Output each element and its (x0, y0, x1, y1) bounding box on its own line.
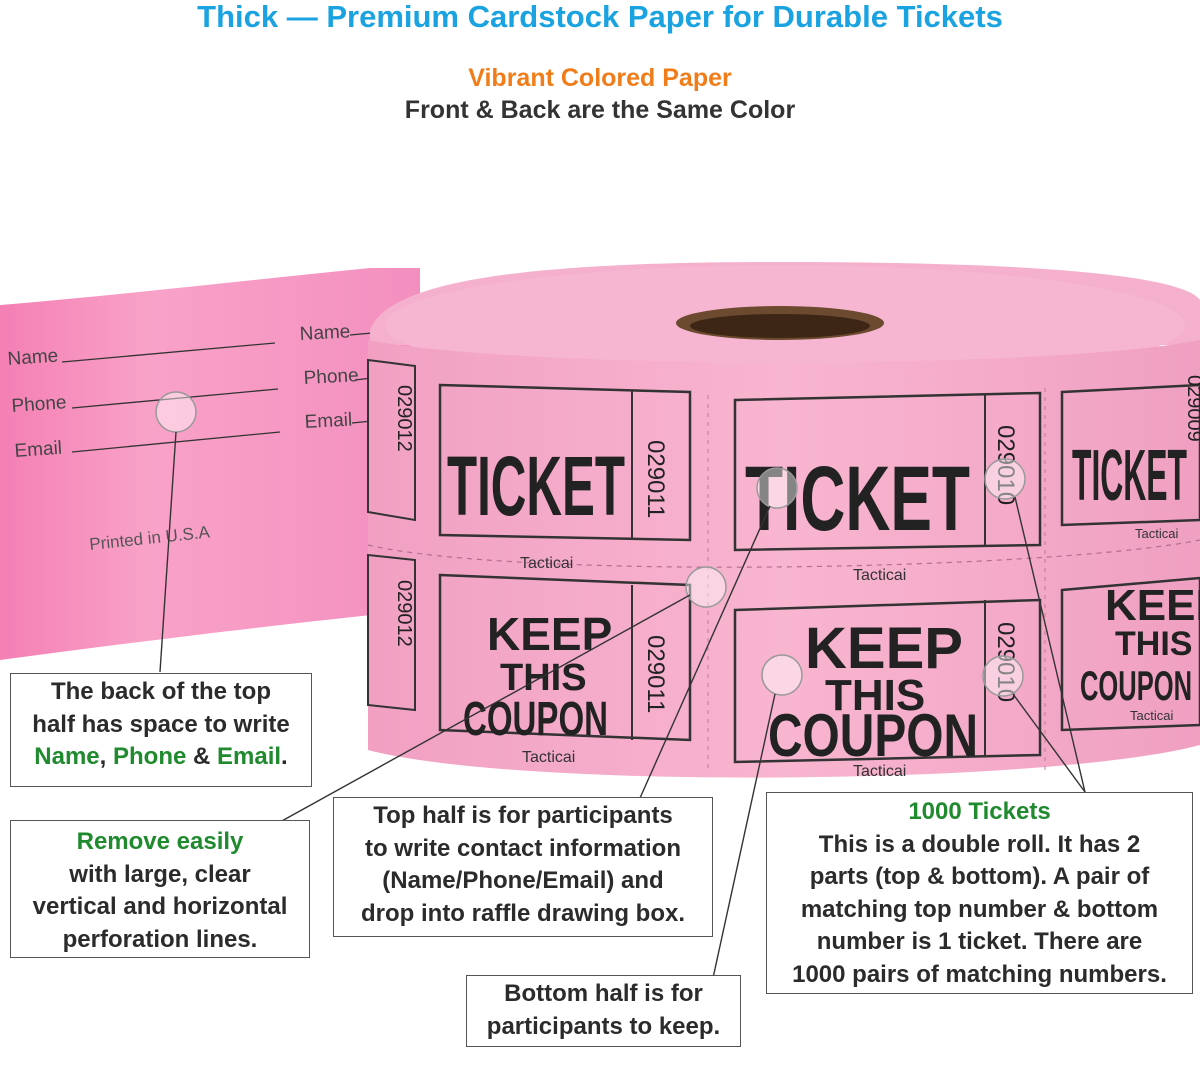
callout-tickets-line1: This is a double roll. It has 2 (818, 830, 1141, 858)
leader-lines (159, 431, 1086, 979)
callout-remove-line3: perforation lines. (62, 925, 258, 953)
callout-remove-title: Remove easily (76, 828, 244, 855)
ticket-word: TICKET (745, 448, 970, 550)
callout-top-half-line1: Top half is for participants (373, 802, 673, 829)
ticket-roll (367, 262, 1200, 778)
callout-remove-line2: vertical and horizontal (32, 893, 288, 920)
ticket-strip: Name Phone Email Printed in U.S.A Name P… (0, 268, 420, 660)
callout-back-top-line2: half has space to write (32, 710, 290, 738)
ticket-brand: Tacticai (1135, 526, 1178, 541)
ticket-brand: Tacticai (522, 749, 575, 766)
callout-bottom-half-line2: participants to keep. (486, 1012, 721, 1040)
strip-email-label-2: Email (304, 410, 353, 433)
ticket-brand: Tacticai (853, 567, 906, 584)
callout-tickets-line3: matching top number & bottom (800, 895, 1159, 923)
callout-back-top-line3: Name, Phone & Email. (15, 741, 307, 774)
callout-tickets-title: 1000 Tickets (908, 798, 1051, 825)
callout-top-half-line2: to write contact information (364, 834, 681, 862)
coupon-bottom-right: KEEP THIS COUPON Tacticai (1060, 576, 1200, 732)
page-title: Thick — Premium Cardstock Paper for Dura… (197, 0, 1003, 34)
coupon-keep: KEEP (805, 616, 963, 681)
ticket-top-right: TICKET Tacticai 029009 (1060, 375, 1200, 541)
feature-heading: Vibrant Colored Paper (468, 64, 732, 92)
ticket-number: 029010 (992, 622, 1019, 702)
marker-back-top (155, 391, 197, 433)
marker-top-half (756, 467, 798, 509)
ticket-top-left: TICKET 029011 Tacticai (438, 383, 692, 572)
strip-phone-label-2: Phone (303, 365, 359, 389)
strip-phone-label: Phone (11, 392, 67, 417)
callout-top-half: Top half is for participants to write co… (333, 797, 713, 937)
ticket-top-edge: 029012 (367, 358, 416, 522)
marker-number-top (984, 458, 1026, 500)
ticket-number: 029010 (992, 425, 1019, 505)
coupon-bottom-edge: 029012 (367, 553, 416, 712)
callout-tickets: 1000 Tickets This is a double roll. It h… (766, 792, 1193, 994)
coupon-bottom-center: KEEP THIS COUPON 029010 Tacticai (733, 598, 1042, 780)
coupon-this: THIS (825, 671, 925, 720)
strip-email-label: Email (14, 438, 63, 462)
ticket-word: TICKET (1072, 436, 1187, 516)
coupon-keep: KEEP (1105, 581, 1200, 630)
callout-period: . (281, 743, 288, 770)
callout-bottom-half-line1: Bottom half is for (504, 980, 703, 1007)
callout-email-word: Email (217, 743, 282, 770)
callout-tickets-line2: parts (top & bottom). A pair of (809, 863, 1150, 890)
coupon-coupon: COUPON (1080, 662, 1192, 709)
callout-remove: Remove easily with large, clear vertical… (10, 820, 310, 958)
feature-subheading: Front & Back are the Same Color (404, 96, 796, 124)
ticket-number: 029012 (393, 385, 415, 452)
ticket-brand: Tacticai (853, 763, 906, 780)
callout-amp: & (186, 743, 218, 770)
callout-top-half-line4: drop into raffle drawing box. (361, 899, 685, 927)
marker-bottom-half (761, 654, 803, 696)
coupon-bottom-left: KEEP THIS COUPON 029011 Tacticai (438, 573, 692, 766)
ticket-number: 029011 (642, 440, 669, 518)
coupon-keep: KEEP (487, 608, 612, 660)
marker-number-bottom (982, 655, 1024, 697)
ticket-word: TICKET (447, 439, 625, 533)
ticket-brand: Tacticai (520, 555, 573, 572)
coupon-coupon: COUPON (463, 693, 608, 746)
ticket-top-center: TICKET 029010 Tacticai (733, 391, 1042, 584)
callout-back-top-line1: The back of the top (50, 678, 271, 705)
callout-phone-word: Phone (113, 743, 187, 770)
callout-markers (155, 391, 1026, 697)
callout-name-word: Name (34, 743, 100, 770)
callout-tickets-line5: 1000 pairs of matching numbers. (792, 960, 1167, 988)
callout-back-top: The back of the top half has space to wr… (10, 673, 312, 787)
ticket-number: 029009 (1183, 375, 1200, 442)
callout-comma: , (99, 743, 113, 770)
coupon-this: THIS (1115, 625, 1192, 663)
ticket-number: 029012 (393, 580, 415, 647)
marker-perforation (685, 566, 727, 608)
ticket-brand: Tacticai (1130, 708, 1173, 723)
coupon-coupon: COUPON (768, 702, 978, 769)
strip-name-label-2: Name (299, 321, 351, 345)
callout-top-half-line3: (Name/Phone/Email) and (382, 867, 664, 894)
ticket-number: 029011 (642, 635, 669, 713)
callout-tickets-line4: number is 1 ticket. There are (816, 928, 1143, 955)
callout-remove-line1: with large, clear (69, 860, 251, 888)
strip-name-label: Name (7, 346, 59, 370)
callout-bottom-half: Bottom half is for participants to keep. (466, 975, 741, 1047)
